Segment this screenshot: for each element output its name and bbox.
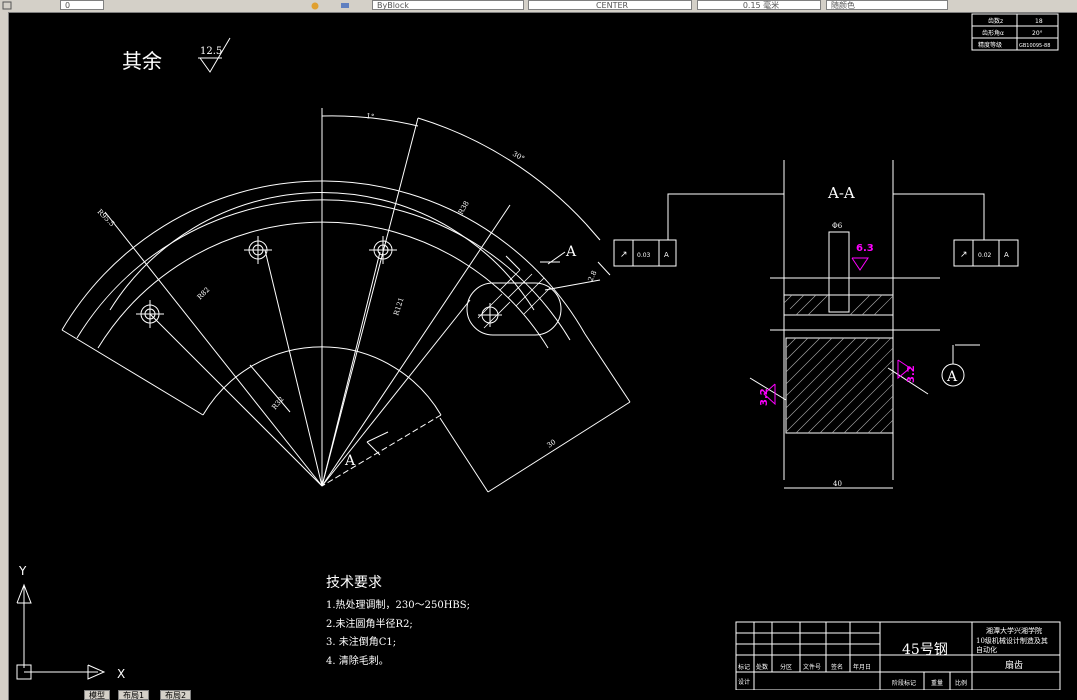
section-mark-top: A bbox=[565, 244, 577, 260]
roughness-other-value: 12.5 bbox=[200, 46, 222, 57]
param-label-3: 精度等级 bbox=[978, 41, 1002, 49]
title-class-2: 自动化 bbox=[976, 645, 997, 654]
outer-arc bbox=[61, 180, 586, 335]
dim-r-mid: R82 bbox=[196, 286, 212, 302]
keyway bbox=[828, 231, 850, 313]
dim-small-hole: 2.8 bbox=[587, 269, 599, 282]
tech-req-item-2: 2.未注圆角半径R2; bbox=[326, 617, 413, 630]
tolerance-frame-left bbox=[613, 239, 677, 267]
layer-state-icon[interactable] bbox=[2, 1, 12, 10]
dim-r-hole: R121 bbox=[392, 296, 405, 316]
param-value-3: GB10095-88 bbox=[1019, 43, 1050, 49]
param-value-2: 20° bbox=[1032, 30, 1043, 37]
param-value-1: 18 bbox=[1035, 18, 1043, 25]
ucs-x-label: X bbox=[117, 667, 125, 681]
dim-angle-large: 30° bbox=[511, 150, 526, 163]
tab-layout2[interactable]: 布局2 bbox=[160, 690, 192, 700]
roughness-mark-left: 3.2 bbox=[759, 388, 770, 406]
tech-req-item-3: 3. 未注倒角C1; bbox=[326, 635, 396, 648]
title-header-6: 年月日 bbox=[853, 663, 871, 671]
mid-arc bbox=[97, 221, 549, 349]
section-title: A-A bbox=[827, 184, 855, 202]
tab-model[interactable]: 模型 bbox=[84, 690, 110, 700]
title-header-1: 标记 bbox=[738, 663, 750, 671]
param-table bbox=[971, 13, 1059, 51]
layout-tabs: 模型 布局1 布局2 bbox=[0, 690, 300, 700]
left-scrollbar[interactable] bbox=[0, 12, 9, 700]
title-header-2: 处数 bbox=[756, 663, 768, 671]
tolerance-right-datum: A bbox=[1004, 251, 1009, 259]
hub-upper bbox=[783, 294, 894, 316]
title-header-4: 文件号 bbox=[803, 663, 821, 671]
tolerance-left-value: 0.03 bbox=[637, 252, 651, 259]
tolerance-left-symbol: ↗ bbox=[620, 250, 628, 260]
ucs-y-label: Y bbox=[18, 564, 27, 578]
section-hatch bbox=[783, 294, 894, 434]
tolerance-left-datum: A bbox=[664, 251, 669, 259]
title-stage-2: 重量 bbox=[931, 679, 943, 687]
color-dropdown[interactable]: 随颜色 bbox=[826, 0, 948, 10]
title-header-3: 分区 bbox=[780, 663, 792, 671]
dim-r-bolt: R38 bbox=[457, 200, 471, 216]
tab-layout1[interactable]: 布局1 bbox=[118, 690, 150, 700]
layer-dropdown[interactable]: 0 bbox=[60, 0, 104, 10]
linetype-dropdown[interactable]: ByBlock bbox=[372, 0, 524, 10]
tech-req-item-1: 1.热处理调制，230～250HBS; bbox=[326, 598, 470, 611]
dim-r-inner: R32 bbox=[270, 395, 285, 411]
title-row2-1: 设计 bbox=[738, 678, 750, 686]
outer-arc-2 bbox=[76, 199, 571, 341]
dim-r-outer: R95.5 bbox=[96, 208, 116, 228]
param-label-1: 齿数z bbox=[988, 17, 1003, 25]
dim-angle-small: 1° bbox=[366, 112, 375, 121]
layer-icon[interactable] bbox=[340, 1, 350, 10]
match-properties-icon[interactable] bbox=[310, 1, 320, 10]
oblong-slot bbox=[466, 282, 562, 336]
title-material: 45号钢 bbox=[902, 642, 948, 658]
dim-key-width: Φ6 bbox=[832, 222, 843, 230]
title-stage-1: 阶段标记 bbox=[892, 679, 916, 687]
title-block bbox=[735, 621, 1061, 690]
ucs-icon bbox=[16, 583, 106, 680]
lineweight-dropdown[interactable]: 0.15 毫米 bbox=[697, 0, 821, 10]
dim-width-offset: 30 bbox=[546, 438, 558, 450]
tolerance-right-value: 0.02 bbox=[978, 252, 992, 259]
tolerance-frame-right bbox=[953, 239, 1019, 267]
tech-req-item-4: 4. 清除毛刺。 bbox=[326, 654, 389, 667]
roughness-other-label: 其余 bbox=[122, 49, 162, 73]
datum-label: A bbox=[946, 369, 958, 385]
param-label-2: 齿形角α bbox=[982, 29, 1004, 37]
hub-lower bbox=[785, 337, 894, 434]
tolerance-right-symbol: ↗ bbox=[960, 250, 968, 260]
section-mark-bottom: A bbox=[344, 453, 356, 469]
dim-section-width: 40 bbox=[833, 480, 842, 488]
title-header-5: 签名 bbox=[831, 663, 843, 671]
title-part-name: 扇齿 bbox=[1005, 659, 1023, 671]
center-linetype-dropdown[interactable]: CENTER bbox=[528, 0, 692, 10]
tech-req-title: 技术要求 bbox=[326, 575, 382, 591]
drawing-canvas[interactable]: 其余 12.5 A-A A A A 1° 30° R95.5 R82 R32 R… bbox=[8, 12, 1077, 690]
title-class: 10级机械设计制造及其 bbox=[976, 636, 1048, 645]
roughness-mark-right: 3.2 bbox=[906, 365, 917, 383]
roughness-mark-top: 6.3 bbox=[856, 243, 874, 254]
title-stage-3: 比例 bbox=[955, 679, 967, 687]
title-school: 湘潭大学兴湘学院 bbox=[986, 626, 1042, 635]
properties-toolbar: 0 ByBlock CENTER 0.15 毫米 随颜色 bbox=[0, 0, 1077, 13]
